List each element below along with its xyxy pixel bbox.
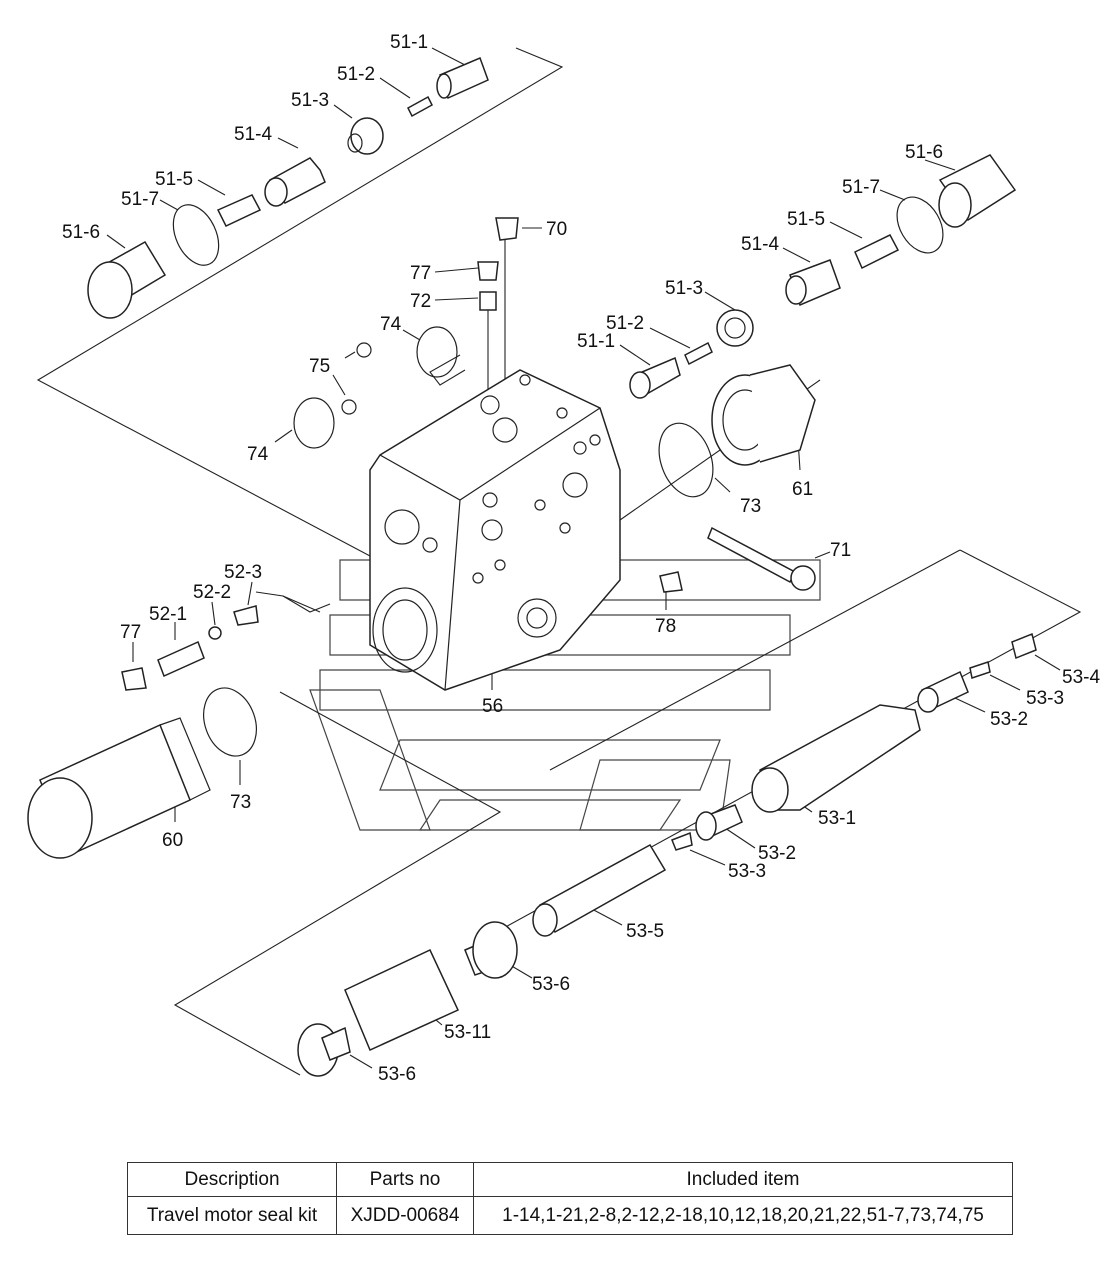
- cell-description: Travel motor seal kit: [127, 1196, 337, 1235]
- callout-52-2: 52-2: [193, 582, 231, 603]
- o-rings: [172, 196, 944, 757]
- callout-51-1-right: 51-1: [577, 331, 615, 352]
- table-header-row: Description Parts no Included item: [127, 1162, 1013, 1197]
- callout-51-3-right: 51-3: [665, 278, 703, 299]
- cell-included-item: 1-14,1-21,2-8,2-12,2-18,10,12,18,20,21,2…: [473, 1196, 1013, 1235]
- callout-53-6-upper: 53-6: [532, 974, 570, 995]
- callout-56: 56: [482, 696, 503, 717]
- callout-51-1-top: 51-1: [390, 32, 428, 53]
- callout-51-7-top: 51-7: [121, 189, 159, 210]
- callout-78: 78: [655, 616, 676, 637]
- callout-51-4-right: 51-4: [741, 234, 779, 255]
- callout-77-left: 77: [120, 622, 141, 643]
- callout-75: 75: [309, 356, 330, 377]
- main-valve-block: [369, 369, 621, 691]
- callout-53-6-lower: 53-6: [378, 1064, 416, 1085]
- callout-77-top: 77: [410, 263, 431, 284]
- small-parts: [87, 57, 1037, 1077]
- callout-74-top: 74: [380, 314, 402, 335]
- plug-61: [711, 364, 816, 466]
- plug-60: [27, 717, 211, 859]
- callout-53-11: 53-11: [444, 1022, 491, 1043]
- callout-53-3-upper: 53-3: [1026, 688, 1064, 709]
- callout-52-3: 52-3: [224, 562, 262, 583]
- callout-73-left: 73: [230, 792, 251, 813]
- lower-group-outline: [173, 549, 1082, 1076]
- header-parts-no: Parts no: [336, 1162, 474, 1197]
- callout-74-left: 74: [247, 444, 269, 465]
- callouts: 51-1 51-2 51-3 51-4 51-5 51-7 51-6 51-6 …: [62, 32, 1100, 1085]
- callout-61: 61: [792, 479, 813, 500]
- callout-51-5-right: 51-5: [787, 209, 825, 230]
- callout-51-2-right: 51-2: [606, 313, 644, 334]
- callout-72: 72: [410, 291, 431, 312]
- seal-kit-table: Description Parts no Included item Trave…: [127, 1162, 1013, 1235]
- callout-53-4: 53-4: [1062, 667, 1100, 688]
- table-row: Travel motor seal kit XJDD-00684 1-14,1-…: [127, 1196, 1013, 1235]
- callout-51-5-top: 51-5: [155, 169, 193, 190]
- leader-lines: [106, 47, 1061, 1069]
- callout-51-3-top: 51-3: [291, 90, 329, 111]
- callout-51-7-right: 51-7: [842, 177, 880, 198]
- callout-51-2-top: 51-2: [337, 64, 375, 85]
- header-included-item: Included item: [473, 1162, 1013, 1197]
- callout-53-2-lower: 53-2: [758, 843, 796, 864]
- exploded-parts-diagram: 51-1 51-2 51-3 51-4 51-5 51-7 51-6 51-6 …: [27, 32, 1100, 1085]
- callout-60: 60: [162, 830, 183, 851]
- callout-51-6-top: 51-6: [62, 222, 100, 243]
- callout-51-4-top: 51-4: [234, 124, 272, 145]
- callout-53-3-lower: 53-3: [728, 861, 766, 882]
- watermark-logo: [309, 559, 821, 831]
- cell-parts-no: XJDD-00684: [336, 1196, 474, 1235]
- callout-71: 71: [830, 540, 851, 561]
- callout-52-1: 52-1: [149, 604, 187, 625]
- callout-53-2-upper: 53-2: [990, 709, 1028, 730]
- callout-73-right: 73: [740, 496, 761, 517]
- header-description: Description: [127, 1162, 337, 1197]
- callout-51-6-right: 51-6: [905, 142, 943, 163]
- callout-53-5: 53-5: [626, 921, 664, 942]
- callout-70: 70: [546, 219, 567, 240]
- callout-53-1: 53-1: [818, 808, 856, 829]
